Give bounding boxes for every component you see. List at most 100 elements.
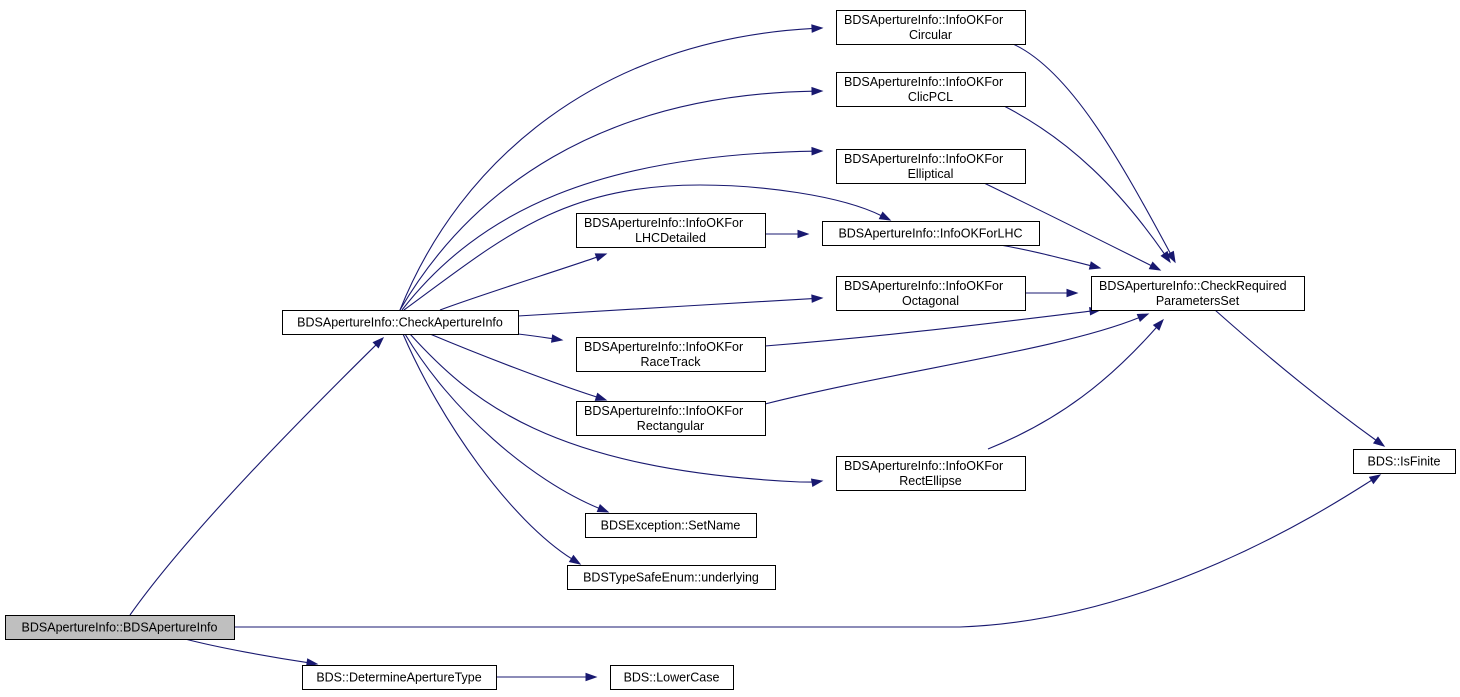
edge-line xyxy=(401,150,814,311)
node-label-line1: BDSApertureInfo::InfoOKFor xyxy=(844,279,1003,293)
edge-check-to-elliptical xyxy=(401,146,824,311)
node-label-line1: BDSApertureInfo::InfoOKFor xyxy=(584,340,743,354)
edge-check-to-lhc xyxy=(403,184,892,311)
node-box xyxy=(576,213,766,248)
arrowhead-icon xyxy=(811,294,824,303)
edge-racetrack-to-checkreq xyxy=(764,306,1102,347)
edge-line xyxy=(439,256,598,311)
node-label-line2: Circular xyxy=(909,28,952,42)
arrowhead-icon xyxy=(568,554,582,565)
node-label: BDS::LowerCase xyxy=(624,671,720,685)
edge-elliptical-to-checkreq xyxy=(983,182,1162,271)
edge-line xyxy=(517,333,554,340)
arrowhead-icon xyxy=(811,86,824,96)
arrowhead-icon xyxy=(1148,261,1162,271)
node-label-line1: BDSApertureInfo::InfoOKFor xyxy=(584,404,743,418)
edge-check-to-clicpcl xyxy=(399,86,824,311)
node-check[interactable]: BDSApertureInfo::CheckApertureInfo xyxy=(282,310,519,335)
edge-line xyxy=(999,244,1092,267)
arrowhead-icon xyxy=(797,229,810,239)
node-box xyxy=(5,615,235,640)
node-lowercase[interactable]: BDS::LowerCase xyxy=(610,665,734,690)
edge-line xyxy=(184,638,309,664)
edge-line xyxy=(429,333,598,398)
arrowhead-icon xyxy=(811,146,824,156)
node-box xyxy=(1091,276,1305,311)
node-box xyxy=(836,72,1026,107)
node-isfinite[interactable]: BDS::IsFinite xyxy=(1353,449,1456,474)
node-checkreq[interactable]: BDSApertureInfo::CheckRequiredParameters… xyxy=(1091,276,1305,311)
edge-line xyxy=(764,316,1140,405)
edge-check-to-octagonal xyxy=(517,294,824,317)
arrowhead-icon xyxy=(1160,250,1171,264)
node-label-line1: BDSApertureInfo::InfoOKFor xyxy=(844,152,1003,166)
edge-lhcdetailed-to-lhc xyxy=(765,229,810,239)
node-label-line2: Elliptical xyxy=(908,167,954,181)
edge-line xyxy=(399,90,814,311)
edge-determine-to-lowercase xyxy=(496,672,598,682)
node-label: BDSException::SetName xyxy=(601,519,741,533)
node-underlying[interactable]: BDSTypeSafeEnum::underlying xyxy=(567,565,776,590)
edge-check-to-underlying xyxy=(402,333,582,565)
edge-line xyxy=(983,182,1153,267)
node-box xyxy=(836,10,1026,45)
edge-circular-to-checkreq xyxy=(1012,43,1176,264)
arrowhead-icon xyxy=(372,336,385,349)
edge-rectellipse-to-checkreq xyxy=(987,318,1164,450)
arrowhead-icon xyxy=(1136,313,1150,322)
arrowhead-icon xyxy=(1152,318,1164,331)
node-label: BDS::DetermineApertureType xyxy=(316,671,481,685)
edge-line xyxy=(129,343,377,616)
arrowhead-icon xyxy=(550,334,564,343)
edge-check-to-setname xyxy=(404,333,610,513)
edges-layer xyxy=(129,24,1386,682)
edge-line xyxy=(409,333,815,484)
node-box xyxy=(836,456,1026,491)
node-root[interactable]: BDSApertureInfo::BDSApertureInfo xyxy=(5,615,235,640)
edge-line xyxy=(764,310,1092,347)
node-determine[interactable]: BDS::DetermineApertureType xyxy=(302,665,497,690)
node-label: BDSApertureInfo::InfoOKForLHC xyxy=(838,227,1022,241)
arrowhead-icon xyxy=(594,392,608,401)
edge-line xyxy=(404,333,600,510)
edge-line xyxy=(399,27,814,311)
arrowhead-icon xyxy=(878,211,892,221)
node-box xyxy=(836,149,1026,184)
node-label-line2: ClicPCL xyxy=(908,90,953,104)
edge-line xyxy=(403,184,883,311)
edge-rectangular-to-checkreq xyxy=(764,313,1150,405)
arrowhead-icon xyxy=(811,24,824,33)
node-label-line1: BDSApertureInfo::InfoOKFor xyxy=(844,75,1003,89)
arrowhead-icon xyxy=(1088,261,1102,270)
node-setname[interactable]: BDSException::SetName xyxy=(585,513,757,538)
node-lhc[interactable]: BDSApertureInfo::InfoOKForLHC xyxy=(822,221,1040,246)
edge-check-to-racetrack xyxy=(517,333,564,343)
edge-check-to-rectangular xyxy=(429,333,608,401)
edge-line xyxy=(1012,43,1172,255)
edge-checkreq-to-isfinite xyxy=(1214,309,1386,447)
node-label: BDSTypeSafeEnum::underlying xyxy=(583,571,759,585)
edge-check-to-rectellipse xyxy=(409,333,824,487)
node-box xyxy=(576,401,766,436)
arrowhead-icon xyxy=(596,504,610,513)
node-label-line1: BDSApertureInfo::InfoOKFor xyxy=(584,216,743,230)
edge-line xyxy=(402,333,573,560)
node-box xyxy=(610,665,734,690)
node-box xyxy=(567,565,776,590)
node-label: BDSApertureInfo::CheckApertureInfo xyxy=(297,316,503,330)
arrowhead-icon xyxy=(585,672,598,682)
edge-line xyxy=(234,479,1373,628)
arrowhead-icon xyxy=(1368,474,1382,485)
edge-line xyxy=(517,297,814,317)
edge-clicpcl-to-checkreq xyxy=(1003,105,1171,264)
node-label-line2: Rectangular xyxy=(637,419,704,433)
